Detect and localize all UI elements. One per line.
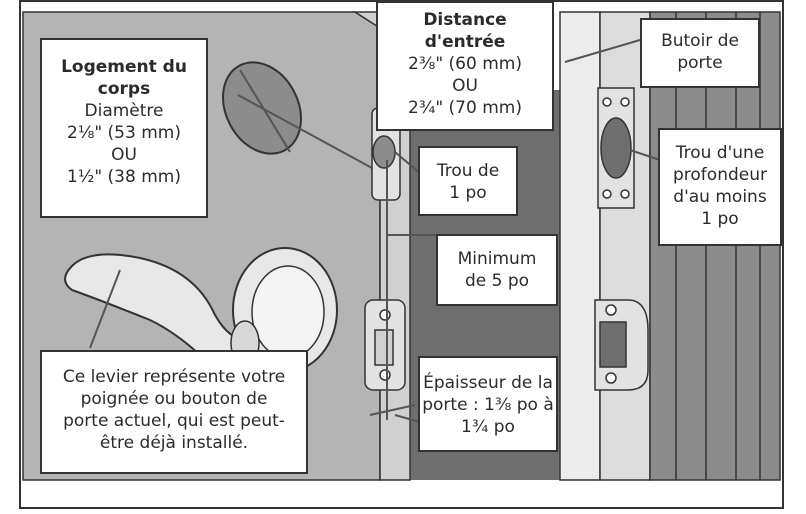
lever-note-line-4: être déjà installé. <box>99 433 249 453</box>
door-jamb <box>559 11 601 481</box>
leader-door-stop <box>564 39 641 63</box>
lever-note-line-3: porte actuel, qui est peut- <box>63 411 285 431</box>
minimum-line-1: Minimum <box>457 249 537 269</box>
leader-lever <box>89 269 121 349</box>
door-stop-line-1: Butoir de <box>661 31 739 51</box>
strike-hole-line-2: profondeur <box>673 165 767 185</box>
body-bore-line-2: 2⅛" (53 mm) <box>67 123 181 143</box>
thickness-line-1: Épaisseur de la <box>423 373 553 393</box>
leader-thickness <box>369 404 416 416</box>
lever-note-line-1: Ce levier représente votre <box>62 367 286 387</box>
thickness-line-2: porte : 1⅜ po à <box>422 395 554 415</box>
body-bore-line-3: OU <box>111 145 137 165</box>
body-bore-title-2: corps <box>97 79 151 99</box>
latch-hole-line-1: Trou de <box>436 161 500 181</box>
strike-hole-line-3: d'au moins <box>673 187 767 207</box>
backset-title-2: d'entrée <box>424 32 506 52</box>
minimum-line-2: de 5 po <box>464 271 530 291</box>
callout-minimum: Minimum de 5 po <box>436 234 558 306</box>
body-bore-line-4: 1½" (38 mm) <box>67 167 181 187</box>
callout-backset: Distance d'entrée 2⅜" (60 mm) OU 2¾" (70… <box>376 1 554 131</box>
backset-line-2: OU <box>452 76 478 96</box>
body-bore-title-1: Logement du <box>61 57 187 77</box>
callout-latch-hole: Trou de 1 po <box>418 146 518 216</box>
callout-lever-note: Ce levier représente votre poignée ou bo… <box>40 350 308 474</box>
strike-hole <box>600 117 632 179</box>
backset-title-1: Distance <box>423 10 507 30</box>
latch-hole-line-2: 1 po <box>449 183 487 203</box>
body-bore-line-1: Diamètre <box>84 101 164 121</box>
door-stop-line-2: porte <box>677 53 723 73</box>
strike-hole-line-4: 1 po <box>701 209 739 229</box>
strike-hole-line-1: Trou d'une <box>675 143 765 163</box>
backset-line-1: 2⅜" (60 mm) <box>408 54 522 74</box>
callout-door-stop: Butoir de porte <box>640 18 760 88</box>
callout-body-bore: Logement du corps Diamètre 2⅛" (53 mm) O… <box>40 38 208 218</box>
lever-note-line-2: poignée ou bouton de <box>80 389 268 409</box>
thickness-line-3: 1¾ po <box>461 417 515 437</box>
callout-strike-hole: Trou d'une profondeur d'au moins 1 po <box>658 128 782 246</box>
leader-strike <box>629 149 661 161</box>
backset-line-3: 2¾" (70 mm) <box>408 98 522 118</box>
callout-thickness: Épaisseur de la porte : 1⅜ po à 1¾ po <box>418 356 558 452</box>
wall-panel <box>649 11 781 481</box>
latch-hole <box>372 135 396 169</box>
